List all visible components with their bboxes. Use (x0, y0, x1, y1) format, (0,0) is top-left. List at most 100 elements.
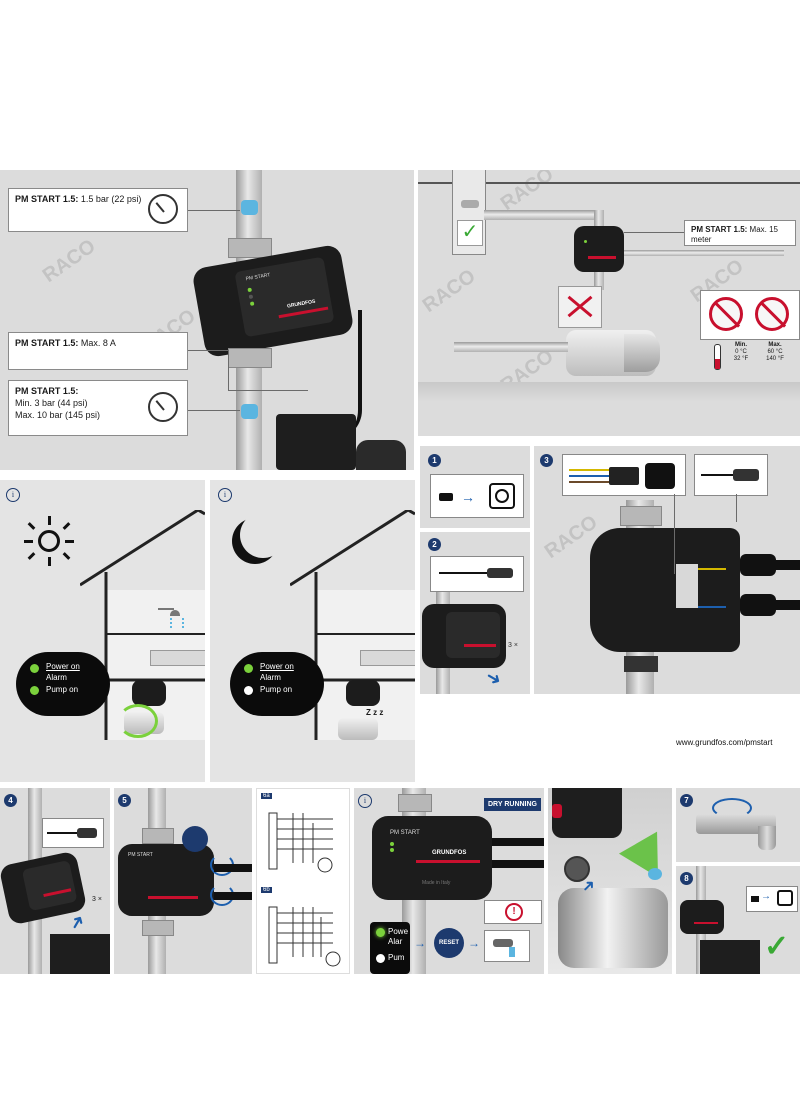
power-led (376, 928, 385, 937)
panel-day-mode: i Power on Alarm Pump on (0, 480, 205, 782)
watermark: RACO (418, 265, 480, 317)
pm-start-open-device (590, 528, 740, 652)
red-cap (552, 804, 562, 818)
socket-icon (777, 890, 793, 906)
screwdriver-box (42, 818, 104, 848)
watermark: RACO (38, 235, 100, 287)
sun-icon (24, 516, 74, 566)
pump-motor (50, 934, 110, 974)
gauge-icon (148, 194, 178, 224)
info-icon: i (358, 794, 372, 808)
pipe-nut (624, 656, 658, 672)
step-3-panel: 3 RACO (534, 446, 800, 694)
spec-label: PM START 1.5: (15, 386, 79, 396)
screwdriver-icon (439, 572, 489, 574)
made-in-label: Made in Italy (422, 880, 451, 886)
no-sun-icon (755, 297, 789, 331)
power-led (390, 842, 394, 846)
pump-body (558, 888, 668, 968)
inlet-pipe (454, 342, 568, 352)
step-4-panel: 4 3 × ➜ (0, 788, 110, 974)
brand-logo: GRUNDFOS (432, 850, 467, 856)
spec-callout-range: PM START 1.5: Min. 3 bar (44 psi) Max. 1… (8, 380, 188, 436)
arrow-right-icon: → (468, 936, 480, 950)
rotate-arrow-icon (712, 798, 752, 818)
bathtub (150, 650, 205, 666)
leader-line (624, 232, 684, 233)
cable (214, 864, 252, 872)
gauge-icon (148, 392, 178, 422)
temp-min-label: Min. (735, 342, 747, 348)
alert-icon: ! (505, 903, 523, 921)
device-label: PM START (128, 852, 153, 858)
step-number: 3 (540, 454, 553, 467)
leader-line (674, 494, 675, 574)
reset-button[interactable]: RESET (434, 928, 464, 958)
cable (776, 600, 800, 610)
alarm-label: Alar (388, 937, 403, 946)
plug-socket-box: → (430, 474, 524, 518)
device-display (21, 860, 78, 912)
device-label: PM START (245, 272, 271, 283)
cable (492, 860, 544, 868)
dry-running-badge: DRY RUNNING (484, 798, 542, 811)
red-stripe (588, 256, 616, 259)
screwdriver-icon (701, 474, 735, 476)
leader-line (228, 350, 229, 390)
arrow-right-icon: → (761, 891, 771, 902)
leader-line (228, 390, 308, 391)
pipe-nut (142, 920, 174, 936)
plug-icon (439, 493, 453, 501)
pump-motor (276, 414, 356, 470)
floor-shadow (418, 382, 800, 402)
watermark: RACO (496, 170, 558, 215)
spec-min: Min. 3 bar (44 psi) (15, 398, 88, 408)
cable (214, 892, 252, 900)
red-stripe (694, 922, 718, 924)
repeat-count: 3 × (508, 642, 518, 649)
faucet-icon (696, 814, 776, 834)
leader-line (736, 494, 737, 522)
step-7-panel: 7 (676, 788, 800, 862)
pm-start-device (574, 226, 624, 272)
step-number: 8 (680, 872, 693, 885)
power-led (244, 664, 253, 673)
step-number-6a: 6a (261, 793, 272, 799)
spec-max: Max. 10 bar (145 psi) (15, 410, 101, 420)
brand-logo: GRUNDFOS (286, 298, 316, 310)
alarm-led (248, 294, 254, 300)
pump-led (249, 301, 255, 306)
arrow-right-icon: → (414, 936, 426, 950)
socket-icon (489, 483, 515, 509)
priming-panel: ➜ (548, 788, 672, 974)
pm-start-device (346, 680, 380, 706)
cable-gland (740, 554, 776, 576)
spec-label: PM START 1.5: (15, 338, 79, 348)
pipe-nut (228, 348, 272, 368)
water-pipe (604, 250, 784, 256)
cable (776, 560, 800, 570)
red-stripe (148, 896, 198, 899)
check-icon: ✓ (764, 930, 790, 963)
pipe-connector (241, 200, 258, 215)
wiring (698, 568, 726, 608)
arrow-up-icon: ➜ (64, 910, 90, 934)
spec-label: PM START 1.5: (691, 225, 748, 234)
tap-correct-box: ✓ (452, 170, 486, 255)
no-mount-icon (558, 286, 602, 328)
step-5-panel: 5 PM START (114, 788, 252, 974)
red-stripe (464, 644, 496, 647)
power-cable (318, 310, 362, 440)
leader-line (188, 410, 240, 411)
panel-pressure-specs: RACO RACO PM START GRUNDFOS PM START 1.5… (0, 170, 414, 470)
plug-icon (751, 896, 759, 902)
panel-night-mode: i Power on Alarm Pump on Z z z (210, 480, 415, 782)
spec-callout-height: PM START 1.5: Max. 15 meter (684, 220, 796, 246)
status-panel: Powe Alar Pum (370, 922, 410, 974)
screwdriver-box (430, 556, 524, 592)
alarm-label: Alarm (260, 673, 281, 682)
cable-gland-box (562, 454, 686, 496)
dry-running-panel: i DRY RUNNING PM START GRUNDFOS Made in … (354, 788, 544, 974)
status-panel: Power on Alarm Pump on (230, 652, 324, 716)
leader-line (188, 350, 228, 351)
